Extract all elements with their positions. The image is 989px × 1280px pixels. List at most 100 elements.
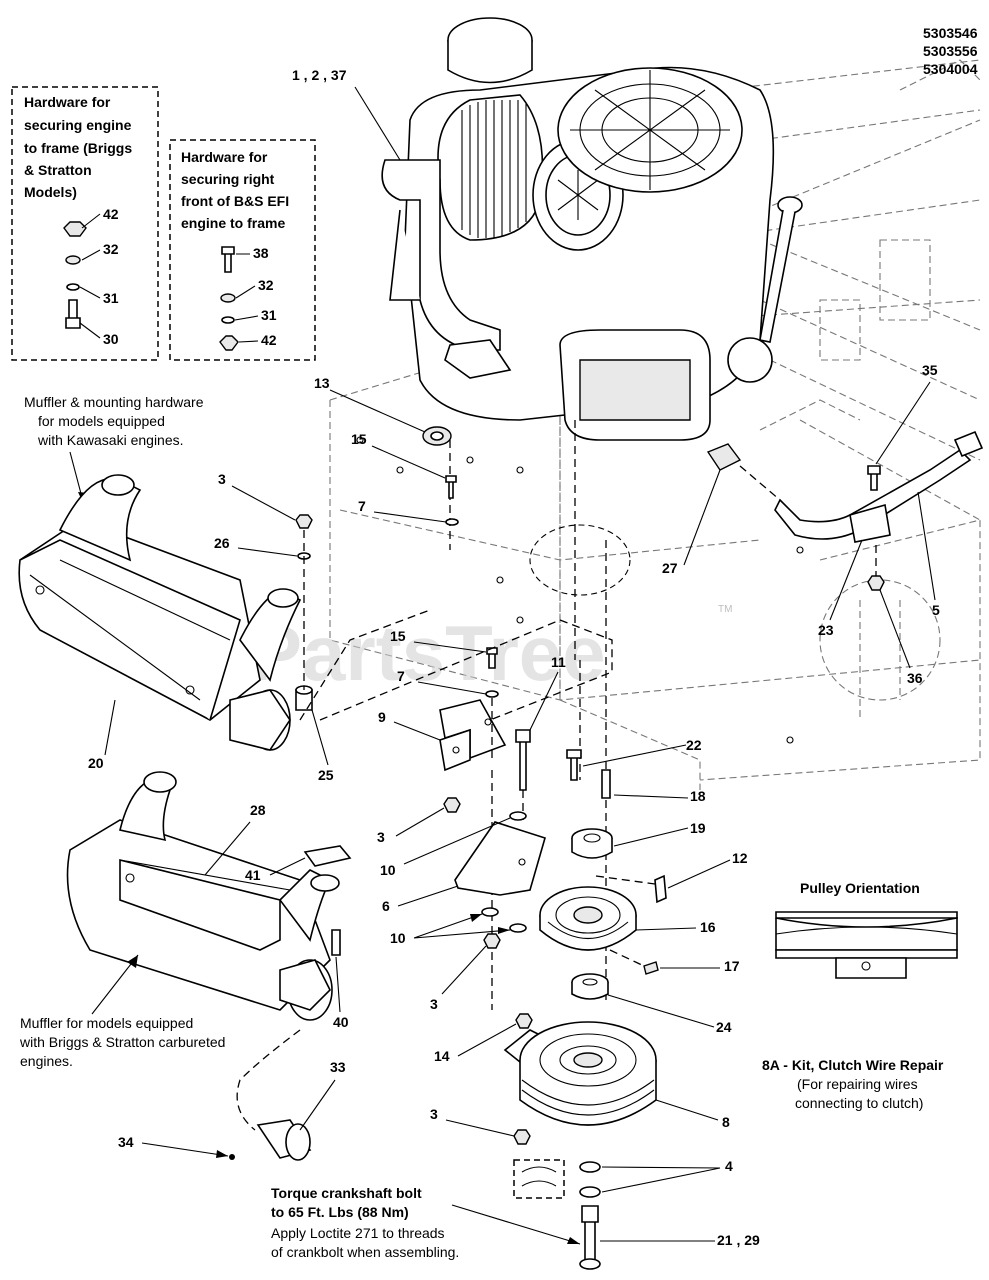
spacer-24 [571,973,609,1000]
kit-8a-title: 8A - Kit, Clutch Wire Repair [762,1057,944,1073]
callout-10a: 10 [380,862,396,878]
pulley-16 [539,886,637,951]
briggs-box-hardware-icons [63,221,87,329]
watermark-text: PartsTree [250,609,606,697]
washer-10-b [509,923,527,933]
torque-note-1: Apply Loctite 271 to threads [271,1225,445,1241]
crank-bolt-11 [515,729,531,791]
callout-3a: 3 [218,471,226,487]
callout-15a: 15 [351,431,367,447]
callout-3d: 3 [430,1106,438,1122]
briggs-box-item-42: 42 [103,206,119,222]
callout-40: 40 [333,1014,349,1030]
callout-4: 4 [725,1158,733,1174]
briggs-box-title-4: & Stratton [24,162,92,178]
washer-10-a [481,907,499,917]
callout-22: 22 [686,737,702,753]
crankshaft-bolt [579,1205,601,1270]
set-screw-17 [643,961,659,975]
torque-note-bold-1: Torque crankshaft bolt [271,1185,422,1201]
muffler-briggs [66,771,352,1021]
nut-14 [515,1013,533,1029]
callout-5: 5 [932,602,940,618]
callout-7a: 7 [358,498,366,514]
efi-box-item-42: 42 [261,332,277,348]
spark-arrestor [229,1119,312,1161]
torque-note-2: of crankbolt when assembling. [271,1244,459,1260]
callout-16: 16 [700,919,716,935]
efi-box-title-2: securing right [181,171,275,187]
kawasaki-note-3: with Kawasaki engines. [37,432,184,448]
callout-28: 28 [250,802,266,818]
muffler-kawasaki [18,474,302,751]
hardware-box-efi [169,139,316,361]
callout-26: 26 [214,535,230,551]
callout-10b: 10 [390,930,406,946]
torque-note-bold-2: to 65 Ft. Lbs (88 Nm) [271,1204,409,1220]
briggs-note-3: engines. [20,1053,73,1069]
washer-detail-box [513,1159,565,1199]
callout-14: 14 [434,1048,450,1064]
kawasaki-muffler-hardware [295,514,313,711]
briggs-note-1: Muffler for models equipped [20,1015,193,1031]
kawasaki-note-1: Muffler & mounting hardware [24,394,204,410]
engine-mount-hardware [422,426,499,698]
callout-engine: 1 , 2 , 37 [292,67,347,83]
callout-7b: 7 [397,668,405,684]
kit-8a-sub-1: (For repairing wires [797,1076,918,1092]
callout-35: 35 [922,362,938,378]
kit-8a-sub-2: connecting to clutch) [795,1095,923,1111]
briggs-box-item-31: 31 [103,290,119,306]
callout-41: 41 [245,867,261,883]
briggs-note-2: with Briggs & Stratton carbureted [19,1034,225,1050]
callout-19: 19 [690,820,706,836]
briggs-box-title-5: Models) [24,184,77,200]
callout-8: 8 [722,1114,730,1130]
callout-24: 24 [716,1019,732,1035]
mower-frame-background [329,59,981,790]
briggs-box-title-2: securing engine [24,117,132,133]
mount-bolts [566,749,611,799]
efi-box-item-32: 32 [258,277,274,293]
callout-3c: 3 [430,996,438,1012]
spacer-19 [571,828,613,859]
efi-box-title-4: engine to frame [181,215,285,231]
model-number-1: 5303546 [923,25,978,41]
briggs-box-item-32: 32 [103,241,119,257]
callout-18: 18 [690,788,706,804]
callout-13: 13 [314,375,330,391]
key-12 [654,874,667,904]
plate-6 [454,821,546,896]
callout-15b: 15 [390,628,406,644]
pulley-orientation-title: Pulley Orientation [800,880,920,896]
callout-25: 25 [318,767,334,783]
efi-box-hardware-icons [219,246,239,351]
callout-17: 17 [724,958,740,974]
efi-box-title-3: front of B&S EFI [181,193,289,209]
model-number-2: 5303556 [923,43,978,59]
fuel-line-assembly [706,430,984,591]
callout-6: 6 [382,898,390,914]
callout-11: 11 [551,654,566,670]
callout-3b: 3 [377,829,385,845]
efi-box-item-38: 38 [253,245,269,261]
callout-34: 34 [118,1134,134,1150]
callout-36: 36 [907,670,923,686]
efi-box-item-31: 31 [261,307,277,323]
callout-20: 20 [88,755,104,771]
hardware-box-briggs [11,86,159,361]
callout-21-29: 21 , 29 [717,1232,760,1248]
briggs-box-item-30: 30 [103,331,119,347]
briggs-box-title-1: Hardware for [24,94,111,110]
briggs-box-title-3: to frame (Briggs [24,140,132,156]
pulley-orientation-figure [775,911,958,979]
efi-box-title-1: Hardware for [181,149,268,165]
engine-assembly [381,17,803,441]
callout-27: 27 [662,560,678,576]
washer-10-top [509,811,527,821]
callout-33: 33 [330,1059,346,1075]
watermark-tm: TM [718,604,732,615]
clutch-8 [503,1021,657,1126]
bracket-9 [439,699,507,772]
